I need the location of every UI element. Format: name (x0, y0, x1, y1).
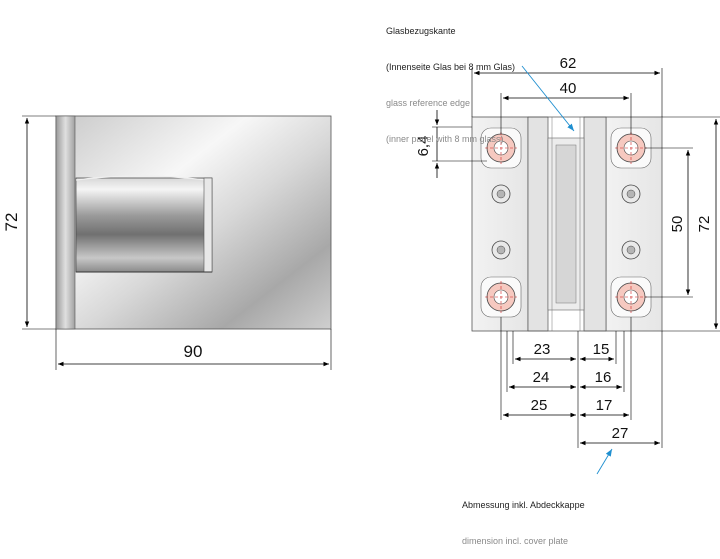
cover-note-de: Abmessung inkl. Abdeckkappe (462, 500, 585, 510)
screw-left-upper (491, 184, 511, 204)
mounting-strip (55, 115, 76, 330)
cover-leader-arrow (596, 448, 613, 475)
screw-left-lower (491, 240, 511, 260)
vertical-hole-spacing-label: 50 (669, 216, 686, 233)
cover-note: Abmessung inkl. Abdeckkappe dimension in… (462, 475, 585, 559)
dim-27-label: 27 (612, 425, 629, 442)
screw-right-upper (621, 184, 641, 204)
glass-edge-leader-arrow (521, 65, 575, 132)
technical-drawing: 72 90 (2, 55, 720, 475)
glass-edge-note-en-1: glass reference edge (386, 98, 471, 108)
glass-edge-note: Glasbezugskante (Innenseite Glas bei 8 m… (386, 1, 515, 157)
hole-spacing-label: 40 (560, 80, 577, 97)
glass-edge-note-de-2: (Innenseite Glas bei 8 mm Glas) (386, 62, 516, 72)
hole-offset-label: 6,4 (415, 136, 432, 157)
overall-width-label: 62 (560, 55, 577, 72)
front-height-label: 72 (2, 213, 21, 232)
hinge-core-right (583, 116, 607, 332)
glass-edge-note-de-1: Glasbezugskante (386, 26, 456, 36)
glass-edge-note-en-2: (inner panel with 8 mm glass) (386, 134, 504, 144)
side-view: 62 40 6,4 50 72 23 1 (415, 55, 720, 475)
dim-23-label: 23 (534, 341, 551, 358)
front-view: 72 90 (2, 115, 332, 370)
overall-height-label: 72 (696, 216, 713, 233)
centre-lines (485, 132, 647, 313)
screw-right-lower (621, 240, 641, 260)
front-width-label: 90 (184, 342, 203, 361)
dim-16-label: 16 (595, 369, 612, 386)
dim-17-label: 17 (596, 397, 613, 414)
dim-15-label: 15 (593, 341, 610, 358)
cover-note-en: dimension incl. cover plate (462, 536, 569, 546)
hinge-core-left (527, 116, 549, 332)
dim-24-label: 24 (533, 369, 550, 386)
hinge-barrel (75, 177, 213, 273)
dim-25-label: 25 (531, 397, 548, 414)
